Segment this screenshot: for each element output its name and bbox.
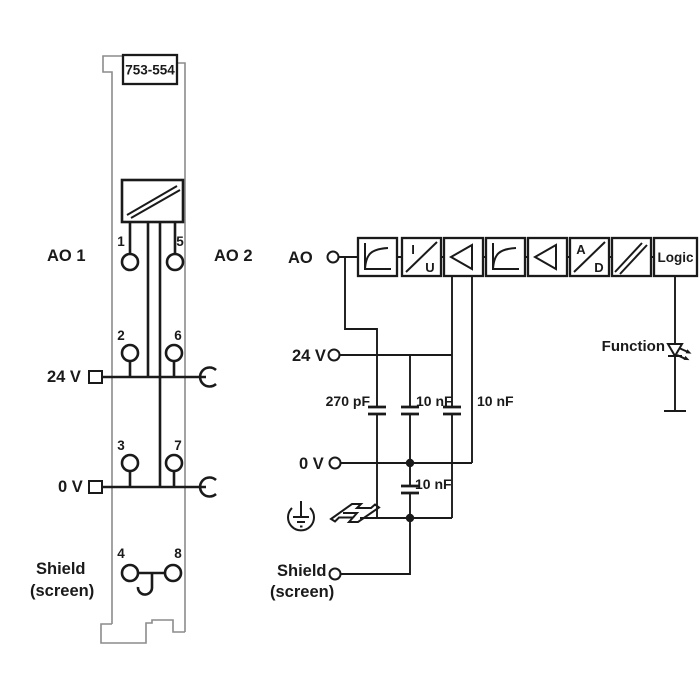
ad-block-diagonal bbox=[573, 241, 606, 273]
amp-block-1-triangle bbox=[448, 243, 473, 271]
dac-symbol-icon bbox=[120, 178, 185, 224]
curve-block-2-box bbox=[484, 236, 527, 278]
plug-contact-24v-icon bbox=[88, 370, 103, 384]
socket-contact-24v-icon bbox=[198, 366, 217, 388]
terminal-7 bbox=[164, 453, 184, 473]
isolation-diagonal-1 bbox=[614, 242, 643, 273]
earth-arc bbox=[287, 507, 315, 532]
isolation-diagonal-2 bbox=[619, 244, 648, 275]
terminal-2-number: 2 bbox=[117, 328, 125, 343]
capacitor-10nf-2: 10 nF bbox=[443, 393, 514, 416]
terminal-6 bbox=[164, 343, 184, 363]
amp-block-2-triangle bbox=[532, 243, 557, 271]
curve-block-1-box bbox=[356, 236, 399, 278]
terminal-4 bbox=[120, 563, 140, 583]
led-arrow-2-shaft bbox=[676, 354, 686, 360]
schematic-shield-label: Shield bbox=[277, 562, 327, 580]
capacitor-10nf-2-label: 10 nF bbox=[477, 393, 514, 409]
terminal-5-number: 5 bbox=[176, 234, 184, 249]
capacitor-10nf-3: 10 nF bbox=[401, 463, 452, 518]
socket-contact-0v-icon bbox=[198, 476, 217, 498]
dac-diagonal-2 bbox=[130, 189, 181, 219]
capacitor-270pf-label: 270 pF bbox=[326, 393, 371, 409]
functional-earth-icon bbox=[287, 501, 315, 532]
terminal-3 bbox=[120, 453, 140, 473]
module-24v-label: 24 V bbox=[47, 368, 81, 386]
dac-diagonal-1 bbox=[126, 185, 178, 216]
capacitor-10nf-1-label: 10 nF bbox=[416, 393, 453, 409]
terminal-2 bbox=[120, 343, 140, 363]
block-curve-2-icon bbox=[484, 236, 527, 278]
iu-block-i-label: I bbox=[411, 242, 415, 257]
curve-block-1-curve bbox=[364, 247, 389, 270]
schematic-shield-wire bbox=[340, 518, 411, 575]
terminal-1-number: 1 bbox=[117, 234, 125, 249]
block-amplifier-2-icon bbox=[526, 236, 569, 278]
isolation-block-box bbox=[610, 236, 653, 278]
terminal-4-number: 4 bbox=[117, 546, 125, 561]
schematic-ao-label: AO bbox=[288, 249, 313, 267]
block-isolation-icon bbox=[610, 236, 653, 278]
iu-block-u-label: U bbox=[425, 260, 434, 275]
schematic-0v-node-circle bbox=[328, 456, 342, 470]
ao-node-circle bbox=[326, 250, 340, 264]
module-housing-outline-left bbox=[102, 55, 123, 624]
plug-contact-0v-icon bbox=[88, 480, 103, 494]
module-view: 753-554 1 5 AO 1 AO 2 2 6 24 V 3 bbox=[30, 53, 253, 644]
terminal-8-number: 8 bbox=[174, 546, 182, 561]
schematic-screen-label: (screen) bbox=[270, 583, 334, 601]
schematic-view: AO I U bbox=[270, 236, 699, 601]
earth-bars bbox=[293, 516, 309, 528]
capacitor-270pf: 270 pF bbox=[326, 393, 386, 518]
led-arrow-2-head bbox=[683, 355, 690, 361]
module-0v-label: 0 V bbox=[58, 478, 83, 496]
shield-hook-icon bbox=[136, 573, 154, 596]
channel-1-label: AO 1 bbox=[47, 247, 86, 265]
module-shield-label: Shield bbox=[36, 560, 86, 578]
led-arrow-1-head bbox=[685, 349, 692, 354]
ad-block-d-label: D bbox=[594, 260, 603, 275]
terminal-6-number: 6 bbox=[174, 328, 182, 343]
capacitor-10nf-1: 10 nF bbox=[401, 355, 453, 463]
schematic-24v-node-circle bbox=[327, 348, 341, 362]
capacitor-270pf-plates bbox=[368, 405, 386, 416]
logic-block-label: Logic bbox=[658, 250, 694, 265]
schematic-shield-node-circle bbox=[328, 567, 342, 581]
ao-filter-branch-wire bbox=[344, 257, 378, 407]
function-led-label: Function bbox=[602, 338, 665, 355]
part-number-box bbox=[121, 53, 179, 86]
block-iu-converter-icon: I U bbox=[400, 236, 443, 278]
terminal-7-number: 7 bbox=[174, 438, 182, 453]
iu-block-diagonal bbox=[405, 241, 438, 273]
amp-block-2-box bbox=[526, 236, 569, 278]
terminal-1 bbox=[120, 252, 140, 272]
din-rail-icon bbox=[329, 503, 381, 523]
din-rail-outline bbox=[329, 503, 381, 523]
ad-block-a-label: A bbox=[576, 242, 586, 257]
module-housing-outline-right bbox=[177, 62, 186, 632]
schematic-24v-label: 24 V bbox=[292, 347, 326, 365]
block-ad-converter-icon: A D bbox=[568, 236, 611, 278]
capacitor-10nf-2-plates bbox=[443, 405, 461, 416]
block-logic-icon: Logic bbox=[652, 236, 699, 278]
terminal-5 bbox=[165, 252, 185, 272]
block-amplifier-1-icon bbox=[442, 236, 485, 278]
capacitor-10nf-3-label: 10 nF bbox=[415, 476, 452, 492]
schematic-0v-label: 0 V bbox=[299, 455, 324, 473]
terminal-8 bbox=[163, 563, 183, 583]
curve-block-2-curve bbox=[492, 247, 517, 270]
channel-2-label: AO 2 bbox=[214, 247, 253, 265]
function-led-icon bbox=[666, 343, 692, 361]
part-number-label: 753-554 bbox=[125, 63, 175, 78]
module-housing-outline-foot bbox=[100, 619, 185, 644]
block-output-curve-icon bbox=[356, 236, 399, 278]
module-screen-label: (screen) bbox=[30, 582, 94, 600]
terminal-3-number: 3 bbox=[117, 438, 125, 453]
led-triangle bbox=[666, 343, 684, 358]
din-rail-channel bbox=[343, 512, 360, 519]
